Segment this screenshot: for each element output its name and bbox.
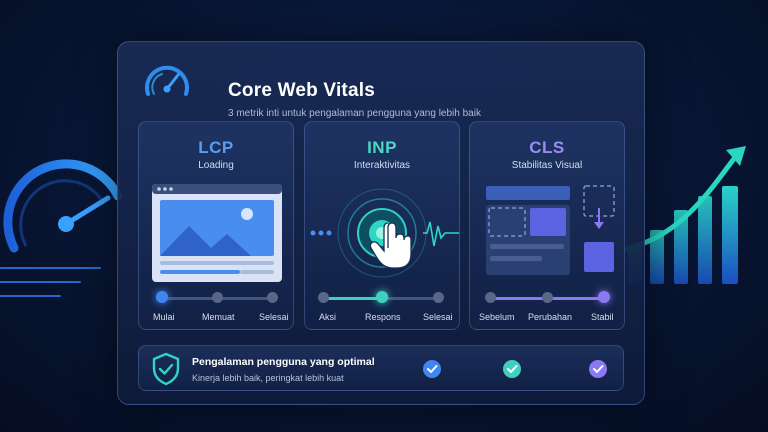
- metric-name: CLS: [529, 138, 565, 157]
- step-label: Selesai: [423, 312, 453, 322]
- webpage-image-icon: [152, 184, 282, 282]
- step-dot-aksi: [318, 292, 329, 303]
- step-dot-selesai: [267, 292, 278, 303]
- metric-name: LCP: [198, 138, 234, 157]
- check-icon: [589, 360, 607, 378]
- step-label: Mulai: [153, 312, 175, 322]
- step-dot-sebelum: [485, 292, 496, 303]
- step-label: Memuat: [202, 312, 235, 322]
- shield-check-icon: [152, 352, 180, 386]
- step-dot-perubahan: [542, 292, 553, 303]
- metric-label: Stabilitas Visual: [511, 160, 583, 171]
- step-label: Perubahan: [528, 312, 573, 322]
- metric-card-inp: INP Interaktivitas Aksi Respons Selesai: [304, 121, 460, 330]
- metric-card-lcp: LCP Loading Mulai Memuat Selesai: [138, 121, 294, 330]
- step-label: Stabil: [591, 312, 614, 322]
- background-speedometer-icon: [0, 159, 123, 297]
- metric-card-cls: CLS Stabilitas Visual Sebelum Perubahan …: [469, 121, 625, 330]
- tap-hand-icon: [310, 188, 459, 278]
- background-growth-chart-icon: [618, 146, 746, 284]
- check-icon: [423, 360, 441, 378]
- step-dot-selesai: [433, 292, 444, 303]
- step-dot-memuat: [212, 292, 223, 303]
- metric-name: INP: [367, 138, 397, 157]
- summary-title: Pengalaman pengguna yang optimal: [192, 356, 375, 368]
- step-label: Aksi: [319, 312, 337, 322]
- check-icon: [503, 360, 521, 378]
- step-label: Selesai: [259, 312, 289, 322]
- metric-label: Loading: [198, 160, 234, 171]
- page-subtitle: 3 metrik inti untuk pengalaman pengguna …: [228, 108, 481, 119]
- summary-bar: Pengalaman pengguna yang optimal Kinerja…: [138, 345, 624, 391]
- check-progress: [401, 360, 609, 378]
- step-dot-stabil: [598, 291, 610, 303]
- metric-label: Interaktivitas: [353, 160, 411, 171]
- panel-header: Core Web Vitals 3 metrik inti untuk peng…: [142, 58, 622, 119]
- step-label: Sebelum: [479, 312, 515, 322]
- step-dot-respons: [376, 291, 388, 303]
- page-title: Core Web Vitals: [228, 80, 375, 101]
- step-label: Respons: [365, 312, 401, 322]
- core-web-vitals-panel: Core Web Vitals 3 metrik inti untuk peng…: [117, 41, 645, 405]
- step-dot-mulai: [156, 291, 168, 303]
- layout-shift-icon: [486, 185, 615, 275]
- summary-subtitle: Kinerja lebih baik, peringkat lebih kuat: [192, 373, 344, 383]
- speedometer-icon: [145, 65, 189, 96]
